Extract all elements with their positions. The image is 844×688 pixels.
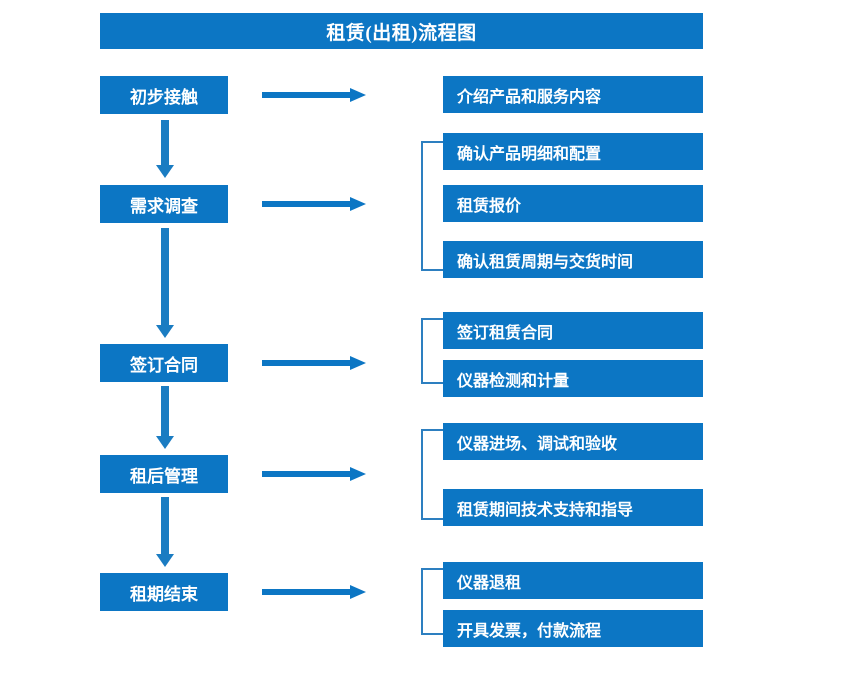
stage-box-4[interactable]: 租后管理 [100, 455, 228, 493]
stage-label-5: 租期结束 [130, 584, 198, 604]
detail-box-7[interactable]: 仪器进场、调试和验收 [443, 423, 703, 460]
detail-box-4[interactable]: 确认租赁周期与交货时间 [443, 241, 703, 278]
vertical-arrow-icon-4 [156, 497, 174, 569]
page-title: 租赁(出租)流程图 [326, 22, 477, 44]
detail-label-8: 租赁期间技术支持和指导 [457, 501, 634, 519]
detail-label-6: 仪器检测和计量 [457, 372, 570, 390]
stage-label-3: 签订合同 [130, 355, 198, 375]
vertical-arrow-icon-3 [156, 386, 174, 451]
detail-box-6[interactable]: 仪器检测和计量 [443, 360, 703, 397]
detail-label-5: 签订租赁合同 [457, 324, 554, 342]
group-bracket-postrental [421, 429, 443, 520]
horizontal-arrow-icon-4 [262, 466, 366, 482]
detail-label-2: 确认产品明细和配置 [457, 145, 602, 163]
detail-label-4: 确认租赁周期与交货时间 [457, 253, 634, 271]
detail-box-9[interactable]: 仪器退租 [443, 562, 703, 599]
stage-box-3[interactable]: 签订合同 [100, 344, 228, 382]
detail-box-2[interactable]: 确认产品明细和配置 [443, 133, 703, 170]
group-bracket-endrental [421, 568, 443, 635]
group-bracket-contract [421, 318, 443, 384]
detail-box-3[interactable]: 租赁报价 [443, 185, 703, 222]
stage-label-4: 租后管理 [130, 466, 198, 486]
detail-label-7: 仪器进场、调试和验收 [457, 435, 618, 453]
horizontal-arrow-icon-3 [262, 355, 366, 371]
horizontal-arrow-icon-5 [262, 584, 366, 600]
detail-label-10: 开具发票，付款流程 [457, 622, 602, 640]
vertical-arrow-icon-1 [156, 120, 174, 180]
detail-box-1[interactable]: 介绍产品和服务内容 [443, 76, 703, 113]
stage-box-1[interactable]: 初步接触 [100, 76, 228, 114]
vertical-arrow-icon-2 [156, 228, 174, 340]
stage-label-1: 初步接触 [130, 87, 198, 107]
detail-box-5[interactable]: 签订租赁合同 [443, 312, 703, 349]
diagram-title-bar: 租赁(出租)流程图 [100, 13, 703, 49]
detail-label-9: 仪器退租 [457, 574, 522, 592]
group-bracket-needs [421, 141, 443, 271]
stage-box-5[interactable]: 租期结束 [100, 573, 228, 611]
horizontal-arrow-icon-1 [262, 87, 366, 103]
stage-box-2[interactable]: 需求调查 [100, 185, 228, 223]
stage-label-2: 需求调查 [130, 196, 198, 216]
detail-box-8[interactable]: 租赁期间技术支持和指导 [443, 489, 703, 526]
horizontal-arrow-icon-2 [262, 196, 366, 212]
detail-label-1: 介绍产品和服务内容 [457, 88, 602, 106]
detail-label-3: 租赁报价 [457, 197, 522, 215]
detail-box-10[interactable]: 开具发票，付款流程 [443, 610, 703, 647]
